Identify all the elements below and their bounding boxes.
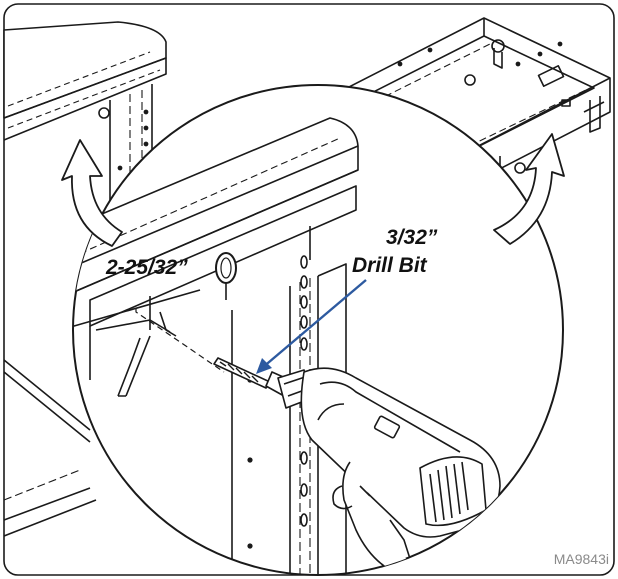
bit-name-label: Drill Bit (352, 254, 428, 277)
bit-size-label: 3/32” (386, 226, 438, 249)
figure-code: MA9843i (554, 551, 609, 567)
curved-arrow-icon-right (493, 133, 565, 245)
curved-arrow-icon (61, 139, 123, 247)
side-panel (73, 289, 201, 397)
apron-hole (215, 252, 237, 284)
dimension-label: 2-25/32” (105, 256, 188, 279)
drill-bit-pointer (256, 279, 367, 374)
pilot-line (135, 308, 225, 373)
